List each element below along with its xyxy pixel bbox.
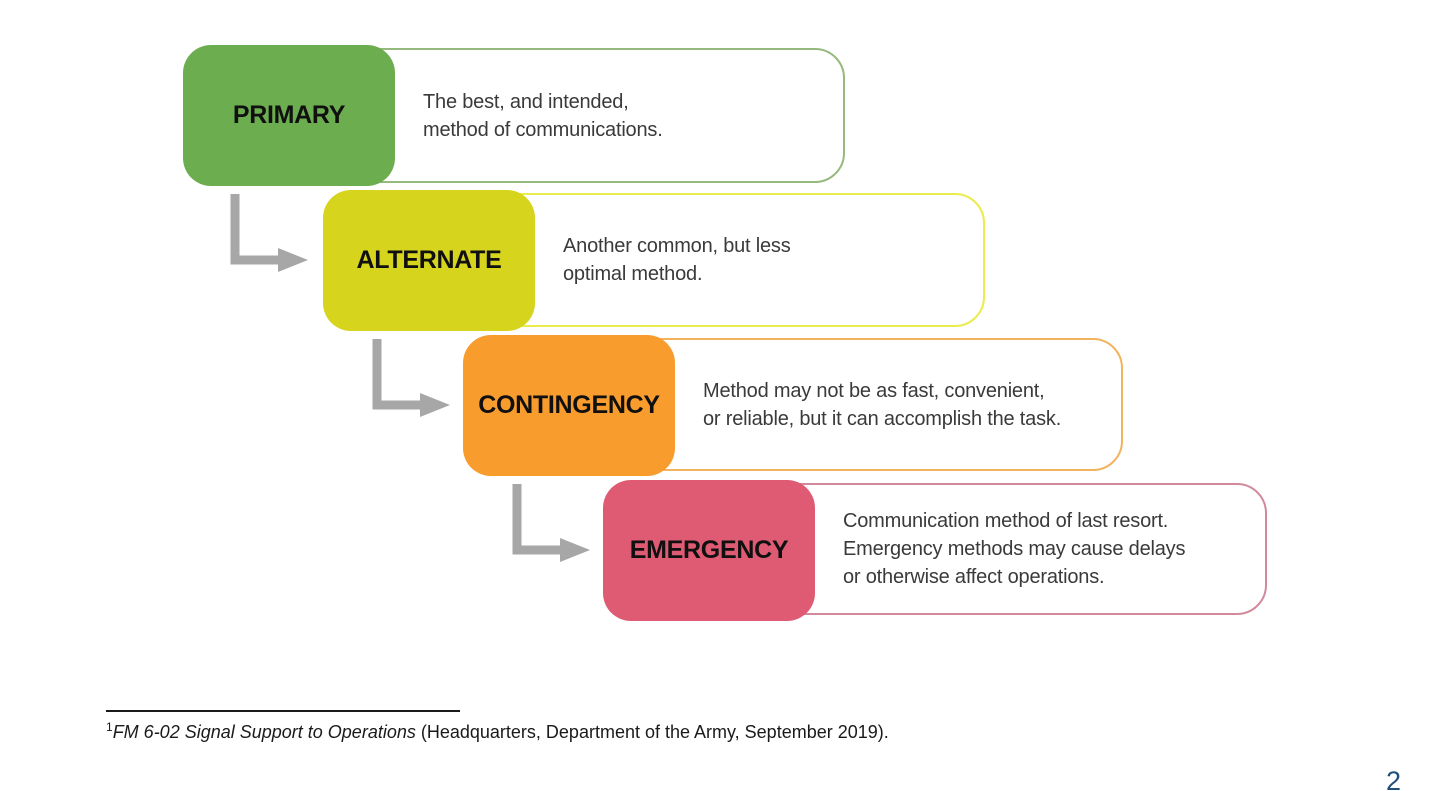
step-row-contingency: Method may not be as fast, convenient, o… [463,335,1123,476]
step-row-primary: The best, and intended, method of commun… [183,45,845,186]
step-row-emergency: Communication method of last resort. Eme… [603,480,1267,621]
step-label: CONTINGENCY [478,391,660,419]
step-description: Method may not be as fast, convenient, o… [703,379,1062,430]
step-label-box: PRIMARY [183,45,395,186]
footnote-divider [106,710,460,712]
elbow-arrow-icon [230,194,308,272]
step-label: PRIMARY [232,101,346,129]
step-label: EMERGENCY [629,536,789,564]
footnote: 1FM 6-02 Signal Support to Operations (H… [106,720,889,743]
step-label-box: CONTINGENCY [463,335,675,476]
page-number: 2 [1386,766,1402,791]
step-description: The best, and intended, method of commun… [423,90,663,141]
elbow-arrow-icon [512,484,590,562]
elbow-arrow-icon [372,339,450,417]
step-label-box: EMERGENCY [603,480,815,621]
step-description: Another common, but less optimal method. [563,235,791,285]
footnote-source-title: FM 6-02 Signal Support to Operations [112,722,416,742]
footnote-source-detail: (Headquarters, Department of the Army, S… [415,722,889,742]
footnote-marker: 1 [106,720,113,734]
step-label: ALTERNATE [356,246,502,274]
step-description: Communication method of last resort. Eme… [843,510,1186,588]
step-label-box: ALTERNATE [323,190,535,331]
step-row-alternate: Another common, but less optimal method.… [323,190,985,331]
